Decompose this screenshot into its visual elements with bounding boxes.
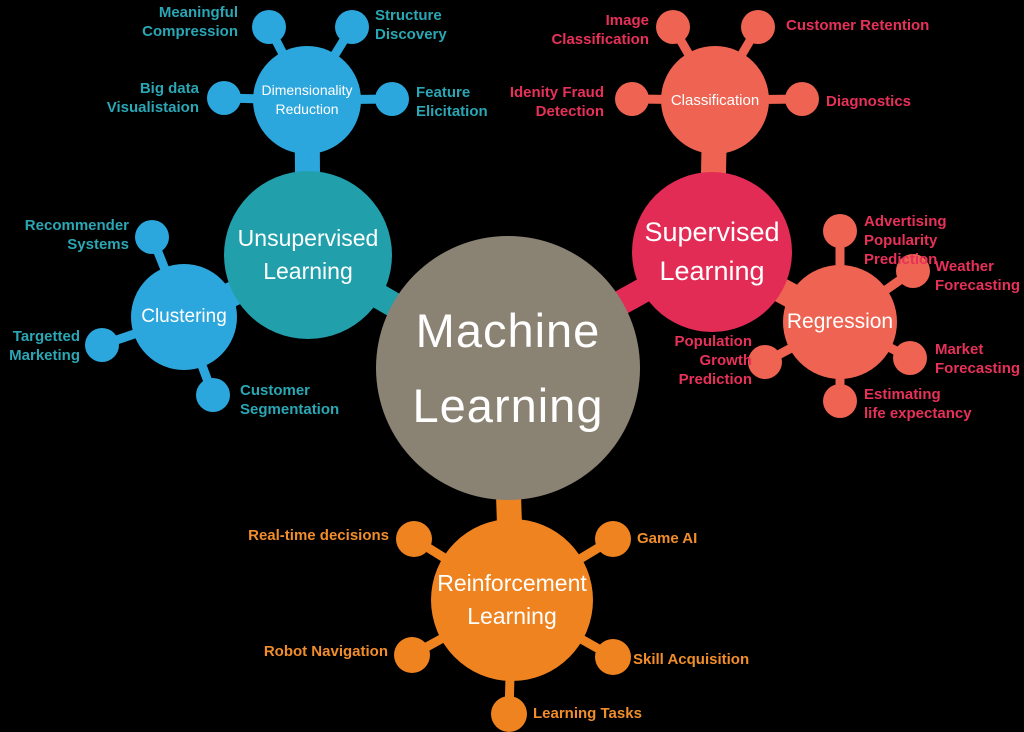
satellite-dot-diagnostics bbox=[785, 82, 819, 116]
node-classification: Classification bbox=[661, 46, 769, 154]
node-label: Regression bbox=[786, 310, 894, 333]
label-recommender-systems: Recommender Systems bbox=[24, 217, 129, 254]
satellite-dot-skill-acquisition bbox=[595, 639, 631, 675]
label-weather-forecasting: Weather Forecasting bbox=[935, 258, 1021, 295]
label-feature-elicitation: Feature Elicitation bbox=[416, 84, 488, 121]
node-dimensionality-reduction: Dimensionality Reduction bbox=[253, 46, 361, 154]
satellite-dot-image-classification bbox=[656, 10, 690, 44]
label-population-growth-prediction: Population Growth Prediction bbox=[674, 333, 753, 389]
satellite-dot-estimating-life bbox=[823, 384, 857, 418]
label-customer-segmentation: Customer Segmentation bbox=[240, 382, 340, 419]
node-label: Classification bbox=[670, 91, 760, 109]
satellite-dot-targetted-marketing bbox=[85, 328, 119, 362]
satellite-dot-market-forecasting bbox=[893, 341, 927, 375]
satellite-dot-advertising-popularity bbox=[823, 214, 857, 248]
label-structure-discovery: Structure Discovery bbox=[375, 7, 447, 44]
label-big-data-visualistaion: Big data Visualistaion bbox=[106, 80, 199, 117]
label-learning-tasks: Learning Tasks bbox=[533, 705, 642, 722]
node-label: Reinforcement Learning bbox=[437, 569, 587, 629]
label-targetted-marketing: Targetted Marketing bbox=[9, 328, 80, 365]
label-meaningful-compression: Meaningful Compression bbox=[142, 4, 238, 41]
label-real-time-decisions: Real-time decisions bbox=[248, 527, 389, 544]
satellite-dot-recommender-systems bbox=[135, 220, 169, 254]
label-market-forecasting: Market Forecasting bbox=[935, 341, 1021, 378]
label-diagnostics: Diagnostics bbox=[826, 93, 912, 110]
label-estimating-life-expectancy: Estimating life expectancy bbox=[864, 386, 972, 423]
satellite-dot-structure-discovery bbox=[335, 10, 369, 44]
node-reinforcement-learning: Reinforcement Learning bbox=[431, 519, 593, 681]
label-skill-acquisition: Skill Acquisition bbox=[633, 651, 750, 668]
label-customer-retention: Customer Retention bbox=[786, 17, 930, 34]
satellite-dot-learning-tasks bbox=[491, 696, 527, 732]
satellite-dot-real-time-decisions bbox=[396, 521, 432, 557]
node-clustering: Clustering bbox=[131, 264, 237, 370]
satellite-dot-big-data bbox=[207, 81, 241, 115]
node-label: Dimensionality Reduction bbox=[261, 82, 353, 117]
label-advertising-popularity-prediction: Advertising Popularity Prediction bbox=[864, 213, 947, 269]
node-label: Supervised Learning bbox=[644, 216, 780, 286]
satellite-dot-robot-navigation bbox=[394, 637, 430, 673]
node-label: Clustering bbox=[141, 306, 227, 327]
node-regression: Regression bbox=[783, 265, 897, 379]
label-image-classification: Image Classification bbox=[551, 12, 649, 49]
satellite-dot-weather-forecasting bbox=[896, 254, 930, 288]
node-label: Unsupervised Learning bbox=[237, 224, 379, 284]
satellite-dot-meaningful-compression bbox=[252, 10, 286, 44]
node-machine-learning: Machine Learning bbox=[376, 236, 640, 500]
satellite-dot-customer-retention bbox=[741, 10, 775, 44]
satellite-dot-game-ai bbox=[595, 521, 631, 557]
satellite-dot-population-growth bbox=[748, 345, 782, 379]
satellite-dot-feature-elicitation bbox=[375, 82, 409, 116]
node-label: Machine Learning bbox=[412, 303, 604, 432]
label-robot-navigation: Robot Navigation bbox=[263, 643, 388, 660]
satellite-dot-customer-segmentation bbox=[196, 378, 230, 412]
label-game-ai: Game AI bbox=[637, 530, 698, 547]
label-idenity-fraud-detection: Idenity Fraud Detection bbox=[509, 84, 604, 121]
node-unsupervised-learning: Unsupervised Learning bbox=[224, 171, 392, 339]
node-supervised-learning: Supervised Learning bbox=[632, 172, 792, 332]
satellite-dot-idenity-fraud bbox=[615, 82, 649, 116]
